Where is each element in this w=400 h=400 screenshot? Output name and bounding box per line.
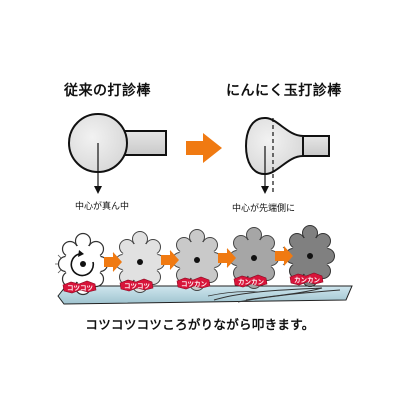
progress-arrow-2 (161, 250, 179, 270)
right-caption: 中心が先端側に (232, 204, 296, 214)
garlic-rod (244, 116, 330, 176)
sound-label-3-text: コツカン (181, 280, 208, 288)
center-marker-right (261, 118, 274, 194)
sound-label-2-text: コツコツ (124, 282, 151, 290)
progress-arrow-4 (275, 246, 293, 266)
left-title: 従来の打診棒 (64, 83, 151, 99)
rolling-wheel-5 (280, 225, 335, 287)
sound-label-3: コツカン (176, 276, 211, 290)
progress-arrow-3 (218, 248, 236, 268)
sound-label-2: コツコツ (119, 278, 154, 292)
tapped-surface (57, 285, 353, 305)
right-title: にんにく玉打診棒 (226, 83, 342, 99)
sound-label-1: コツコツ (62, 280, 97, 294)
sound-label-5: カンカン (289, 272, 324, 286)
center-marker-left (94, 143, 102, 194)
conventional-rod (68, 113, 167, 173)
left-caption: 中心が真ん中 (75, 202, 130, 212)
rolling-wheel-4 (224, 227, 279, 289)
sound-label-1-text: コツコツ (67, 284, 94, 292)
transition-arrow (186, 133, 222, 163)
bottom-caption: コツコツコツころがりながら叩きます。 (85, 317, 315, 332)
sound-label-4: カンカン (233, 274, 268, 288)
sound-label-5-text: カンカン (294, 276, 321, 284)
progress-arrow-1 (104, 252, 122, 272)
sound-label-4-text: カンカン (238, 278, 265, 286)
